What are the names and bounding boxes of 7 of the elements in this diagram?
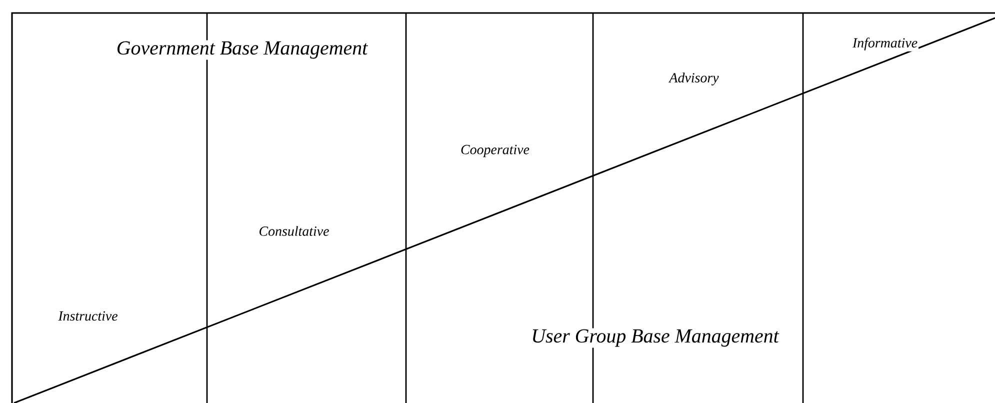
- label: Advisory: [668, 72, 720, 86]
- label: Government Base Management: [115, 40, 369, 60]
- label: Instructive: [57, 310, 119, 322]
- label: Consultative: [258, 225, 330, 237]
- label: Cooperative: [460, 144, 530, 158]
- label: User Group Base Management: [530, 328, 780, 348]
- label: Informative: [851, 36, 919, 52]
